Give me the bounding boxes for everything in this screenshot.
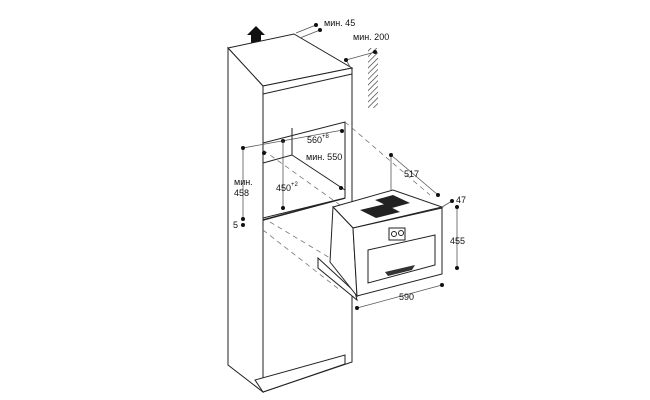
ventilation-arrow-up-icon xyxy=(247,26,265,44)
label-front-offset: 47 xyxy=(456,195,466,205)
label-niche-height: 458 xyxy=(234,188,249,198)
label-niche-height-prefix: мин. xyxy=(234,177,253,187)
coffee-machine xyxy=(317,189,444,302)
label-wall-gap: мин. 200 xyxy=(353,32,389,42)
label-bottom-gap: 5 xyxy=(233,220,238,230)
label-niche-width: 560 xyxy=(307,135,322,145)
tall-cabinet xyxy=(227,33,354,394)
wall-hatch-icon xyxy=(368,48,378,108)
label-inner-height-tol: +2 xyxy=(291,182,299,188)
label-top-gap: мин. 45 xyxy=(324,18,355,28)
label-appliance-depth: 517 xyxy=(404,169,419,179)
label-niche-width-tol: +8 xyxy=(322,134,330,140)
label-niche-depth: мин. 550 xyxy=(306,152,342,162)
label-inner-height: 450 xyxy=(276,183,291,193)
label-appliance-width: 590 xyxy=(399,292,414,302)
label-appliance-height: 455 xyxy=(450,236,465,246)
